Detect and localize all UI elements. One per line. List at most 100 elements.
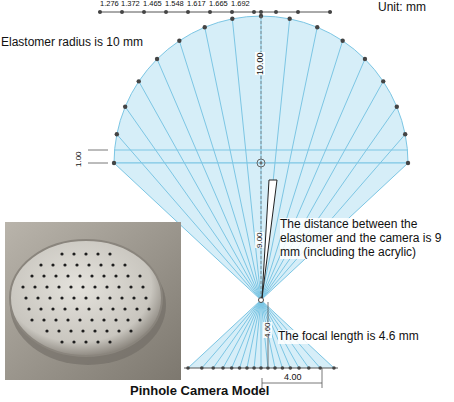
marker-dot xyxy=(60,340,63,343)
marker-dot xyxy=(105,329,108,332)
dimension-line xyxy=(322,368,323,388)
marker-dot xyxy=(57,329,60,332)
marker-dot xyxy=(114,318,117,321)
marker-dot xyxy=(112,161,116,165)
marker-dot xyxy=(111,263,114,266)
marker-dot xyxy=(340,39,344,43)
marker-dot xyxy=(132,296,135,299)
marker-dot xyxy=(54,274,57,277)
distance-note: The distance between the elastomer and t… xyxy=(280,218,450,259)
marker-dot xyxy=(287,17,291,21)
dimension-value: 1.548 xyxy=(165,0,184,9)
image-dot xyxy=(245,366,249,370)
marker-dot xyxy=(99,307,102,310)
marker-dot xyxy=(315,25,319,29)
marker-dot xyxy=(99,263,102,266)
dimension-value: 1.00 xyxy=(74,151,83,167)
marker-dot xyxy=(126,318,129,321)
marker-dot xyxy=(33,285,36,288)
marker-dot xyxy=(138,318,141,321)
marker-dot xyxy=(63,263,66,266)
dimension-dot xyxy=(259,10,263,14)
dimension-dot xyxy=(252,10,256,14)
marker-dot xyxy=(381,79,385,83)
dimension-dot xyxy=(296,10,300,14)
marker-dot xyxy=(30,318,33,321)
dimension-value: 1.692 xyxy=(231,0,250,9)
image-dot xyxy=(252,366,256,370)
marker-dot xyxy=(108,340,111,343)
marker-dot xyxy=(123,307,126,310)
dimension-value: 4.60 xyxy=(263,322,272,338)
marker-dot xyxy=(39,263,42,266)
marker-dot xyxy=(81,285,84,288)
marker-dot xyxy=(96,296,99,299)
marker-dot xyxy=(155,57,159,61)
image-dot xyxy=(318,366,322,370)
dimension-value: 1.372 xyxy=(121,0,140,9)
image-dot xyxy=(221,366,225,370)
image-dot xyxy=(289,366,293,370)
image-dot xyxy=(273,366,277,370)
marker-dot xyxy=(203,25,207,29)
marker-dot xyxy=(126,274,129,277)
dimension-value: 9.00 xyxy=(255,232,264,248)
marker-dot xyxy=(36,296,39,299)
marker-dot xyxy=(114,274,117,277)
distance-marker xyxy=(262,180,277,298)
marker-dot xyxy=(42,318,45,321)
radius-note: Elastomer radius is 10 mm xyxy=(1,36,143,50)
marker-dot xyxy=(72,296,75,299)
dimension-dot xyxy=(120,10,124,14)
marker-dot xyxy=(395,105,399,109)
dimension-dot xyxy=(208,10,212,14)
dimension-value: 10.00 xyxy=(255,52,265,75)
marker-dot xyxy=(75,307,78,310)
dimension-dot xyxy=(230,10,234,14)
marker-dot xyxy=(30,274,33,277)
dimension-dot xyxy=(142,10,146,14)
marker-dot xyxy=(60,252,63,255)
marker-dot xyxy=(108,296,111,299)
marker-dot xyxy=(45,329,48,332)
marker-dot xyxy=(27,307,30,310)
light-ray xyxy=(232,59,365,368)
image-dot xyxy=(230,366,234,370)
image-dot xyxy=(307,366,311,370)
image-dot xyxy=(238,366,242,370)
marker-dot xyxy=(105,285,108,288)
dimension-dot xyxy=(328,10,332,14)
image-dot xyxy=(281,366,285,370)
dimension-value: 4.00 xyxy=(284,372,302,382)
marker-dot xyxy=(96,340,99,343)
marker-dot xyxy=(84,252,87,255)
image-dot xyxy=(211,366,215,370)
dimension-value: 1.665 xyxy=(209,0,228,9)
unit-note: Unit: mm xyxy=(378,1,426,15)
marker-dot xyxy=(406,161,410,165)
marker-dot xyxy=(117,329,120,332)
marker-dot xyxy=(102,274,105,277)
marker-dot xyxy=(39,307,42,310)
marker-dot xyxy=(177,39,181,43)
marker-dot xyxy=(24,296,27,299)
dimension-line xyxy=(262,383,322,384)
marker-dot xyxy=(93,285,96,288)
marker-dot xyxy=(51,307,54,310)
marker-dot xyxy=(54,318,57,321)
marker-dot xyxy=(21,285,24,288)
image-dot xyxy=(259,366,263,370)
marker-dot xyxy=(363,57,367,61)
marker-dot xyxy=(123,263,126,266)
marker-dot xyxy=(111,307,114,310)
marker-dot xyxy=(102,318,105,321)
dimension-value: 1.276 xyxy=(100,0,119,9)
focal-note: The focal length is 4.6 mm xyxy=(278,330,419,344)
marker-dot xyxy=(123,105,127,109)
dimension-dot xyxy=(186,10,190,14)
marker-dot xyxy=(96,252,99,255)
light-ray xyxy=(240,41,343,368)
marker-dot xyxy=(137,79,141,83)
marker-dot xyxy=(42,274,45,277)
marker-dot xyxy=(138,274,141,277)
